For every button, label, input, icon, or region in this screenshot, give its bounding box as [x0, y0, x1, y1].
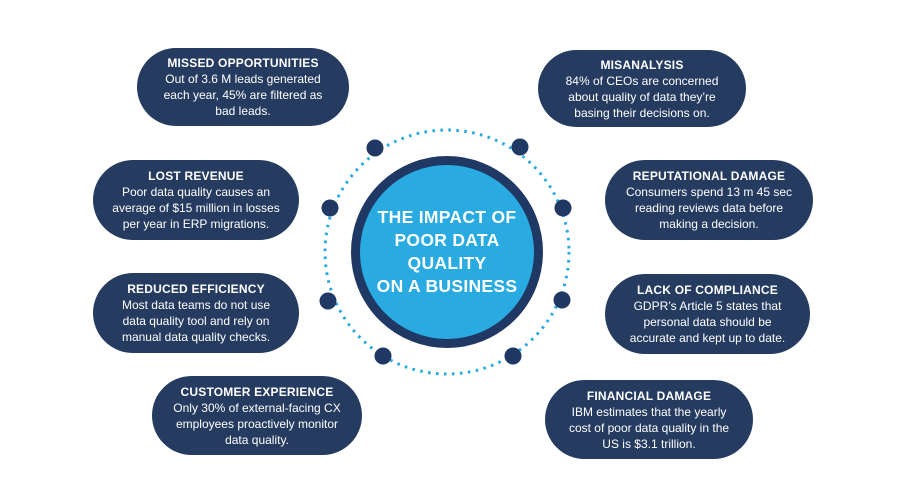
impact-pill-financial-damage: FINANCIAL DAMAGE IBM estimates that the … [545, 380, 753, 459]
ring-dot [511, 138, 529, 156]
pill-body: GDPR’s Article 5 states that personal da… [629, 299, 786, 345]
pill-title: REDUCED EFFICIENCY [127, 282, 265, 296]
pill-title: FINANCIAL DAMAGE [586, 388, 712, 403]
ring-dot [321, 199, 339, 217]
dotted-ring-circle [323, 128, 571, 376]
pill-title: LACK OF COMPLIANCE [637, 283, 778, 297]
impact-pill-reduced-efficiency: REDUCED EFFICIENCY Most data teams do no… [93, 273, 299, 353]
pill-body: Out of 3.6 M leads generated each year, … [163, 72, 323, 118]
pill-title: MISANALYSIS [600, 57, 684, 72]
pill-title: LOST REVENUE [148, 169, 244, 183]
orbit-ring [319, 128, 572, 376]
center-circle: THE IMPACT OF POOR DATA QUALITY ON A BUS… [351, 156, 543, 348]
ring-dot [366, 139, 384, 157]
impact-pill-misanalysis: MISANALYSIS 84% of CEOs are concerned ab… [538, 50, 746, 127]
pill-body: IBM estimates that the yearly cost of po… [568, 404, 730, 451]
impact-pill-missed-opportunities: MISSED OPPORTUNITIES Out of 3.6 M leads … [137, 48, 349, 126]
ring-dot [554, 199, 572, 217]
impact-pill-lack-of-compliance: LACK OF COMPLIANCE GDPR’s Article 5 stat… [605, 274, 810, 354]
pill-body: Poor data quality causes an average of $… [112, 185, 280, 231]
ring-dot [553, 291, 571, 309]
pill-title: REPUTATIONAL DAMAGE [632, 169, 786, 183]
impact-pill-lost-revenue: LOST REVENUE Poor data quality causes an… [93, 160, 299, 240]
center-title: THE IMPACT OF POOR DATA QUALITY ON A BUS… [376, 207, 518, 296]
pill-body: Consumers spend 13 m 45 sec reading revi… [625, 185, 793, 231]
impact-pill-customer-experience: CUSTOMER EXPERIENCE Only 30% of external… [152, 376, 362, 455]
ring-dot [374, 347, 392, 365]
ring-dot [319, 292, 337, 310]
ring-dot [504, 347, 522, 365]
impact-pill-reputational-damage: REPUTATIONAL DAMAGE Consumers spend 13 m… [605, 160, 813, 240]
pill-title: CUSTOMER EXPERIENCE [180, 384, 334, 399]
pill-body: Most data teams do not use data quality … [121, 298, 271, 344]
pill-body: 84% of CEOs are concerned about quality … [565, 73, 719, 120]
pill-body: Only 30% of external-facing CX employees… [173, 400, 341, 447]
pill-title: MISSED OPPORTUNITIES [167, 56, 319, 70]
